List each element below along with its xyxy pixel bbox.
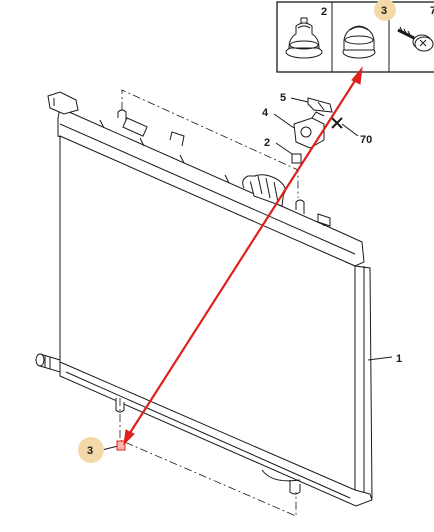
grommet-bottom-marker	[116, 440, 126, 451]
clip-part	[307, 97, 333, 113]
filler-neck	[242, 174, 286, 207]
inset-label-7: 7	[430, 5, 434, 17]
cap-icon	[342, 25, 376, 59]
bracket-part	[293, 111, 325, 149]
bottom-outlet	[35, 353, 61, 373]
inset-label-2: 2	[321, 6, 327, 18]
callout-70: 70	[360, 134, 372, 146]
inset-highlight	[374, 0, 396, 21]
inset-label-3: 3	[381, 5, 387, 17]
callout-2: 2	[264, 137, 270, 149]
fixing-cross-icon	[331, 117, 343, 129]
grommet-icon	[285, 17, 323, 59]
callout-1: 1	[396, 353, 402, 365]
radiator	[35, 91, 373, 507]
alignment-lines	[119, 89, 299, 517]
callout-4: 4	[262, 107, 269, 119]
callout-5: 5	[280, 92, 286, 104]
callout-3-highlight	[78, 437, 104, 463]
red-reference-arrow	[123, 66, 363, 446]
screw-icon	[397, 26, 434, 52]
grommet-top-marker	[291, 153, 302, 164]
inset-box: 2 3 7	[276, 0, 434, 73]
callout-3: 3	[87, 445, 93, 457]
